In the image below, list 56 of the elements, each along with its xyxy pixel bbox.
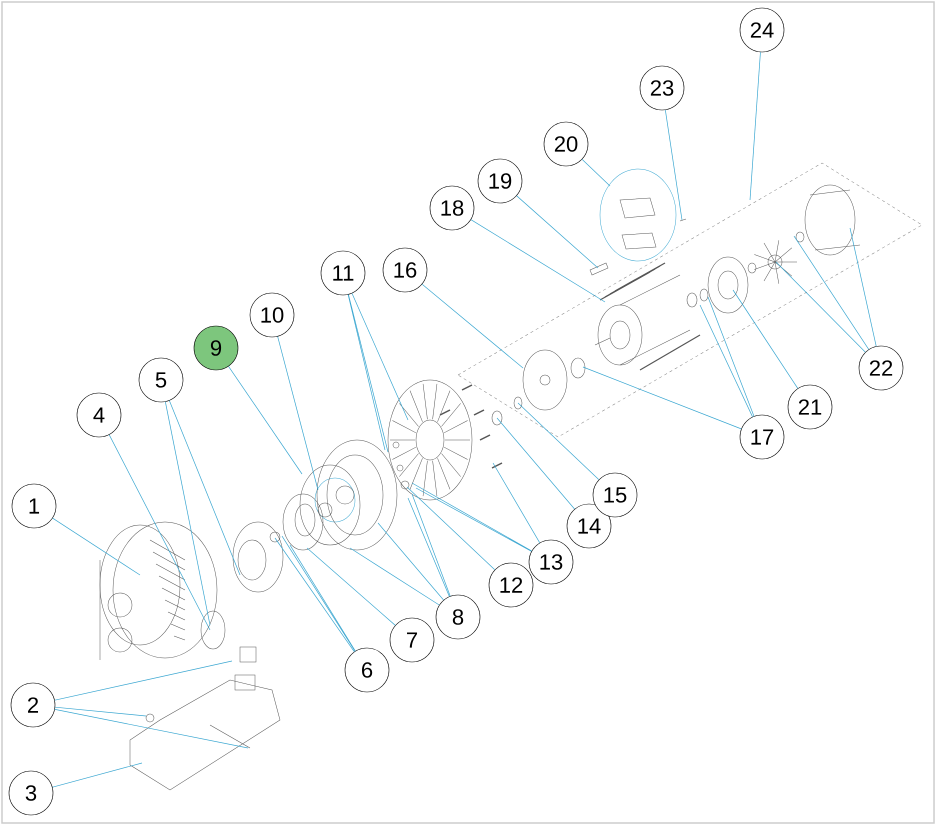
callout-number: 23 xyxy=(640,66,684,110)
leader-line xyxy=(470,219,606,302)
leader-line xyxy=(352,293,408,420)
callout-number: 8 xyxy=(436,594,480,640)
callout-number: 10 xyxy=(250,292,294,338)
leader-line xyxy=(406,486,496,570)
leader-line xyxy=(169,400,240,576)
callout-number: 17 xyxy=(740,414,784,460)
callout-number: 2 xyxy=(10,682,56,728)
callout-number: 11 xyxy=(320,250,366,296)
leader-line xyxy=(54,660,232,701)
leader-line xyxy=(582,366,742,430)
leader-line xyxy=(54,709,248,748)
callout-number: 20 xyxy=(544,122,588,166)
leader-line xyxy=(422,284,524,368)
callout-number: 19 xyxy=(478,158,522,204)
callout-number: 6 xyxy=(344,648,390,692)
leader-line xyxy=(165,402,210,626)
callout-number: 9 xyxy=(194,326,238,370)
leader-line xyxy=(732,290,798,389)
leader-line xyxy=(228,366,302,474)
leader-line xyxy=(750,52,761,200)
leader-line xyxy=(350,548,440,606)
callout-number: 4 xyxy=(76,392,122,438)
leader-line xyxy=(516,195,598,268)
leader-line xyxy=(277,336,318,490)
callout-number: 7 xyxy=(390,618,434,662)
callout-number: 24 xyxy=(740,8,784,52)
leader-line xyxy=(496,418,575,510)
leader-line xyxy=(108,434,210,630)
callout-number: 22 xyxy=(858,346,904,390)
callout-number: 14 xyxy=(566,504,612,548)
leader-line xyxy=(776,262,866,353)
leader-line xyxy=(290,544,356,652)
callout-number: 3 xyxy=(8,770,54,816)
leader-line xyxy=(794,236,870,350)
leader-line xyxy=(54,706,146,716)
leader-line xyxy=(665,110,682,220)
callout-number: 1 xyxy=(12,484,56,528)
leader-line xyxy=(700,304,753,418)
callout-number: 21 xyxy=(788,384,832,430)
callout-number: 13 xyxy=(528,540,574,584)
leader-line xyxy=(518,402,600,480)
callout-number: 16 xyxy=(382,248,428,292)
leader-line xyxy=(850,228,877,347)
leader-line xyxy=(708,296,754,417)
callout-number: 15 xyxy=(592,472,638,518)
leader-line xyxy=(306,548,396,626)
leader-line xyxy=(52,518,140,576)
callout-number: 12 xyxy=(488,562,534,608)
leader-line xyxy=(378,522,444,600)
callout-number: 18 xyxy=(430,186,474,230)
callout-number: 5 xyxy=(138,358,184,402)
leader-line xyxy=(492,462,540,544)
leader-line xyxy=(582,159,610,186)
leader-line xyxy=(52,762,142,788)
